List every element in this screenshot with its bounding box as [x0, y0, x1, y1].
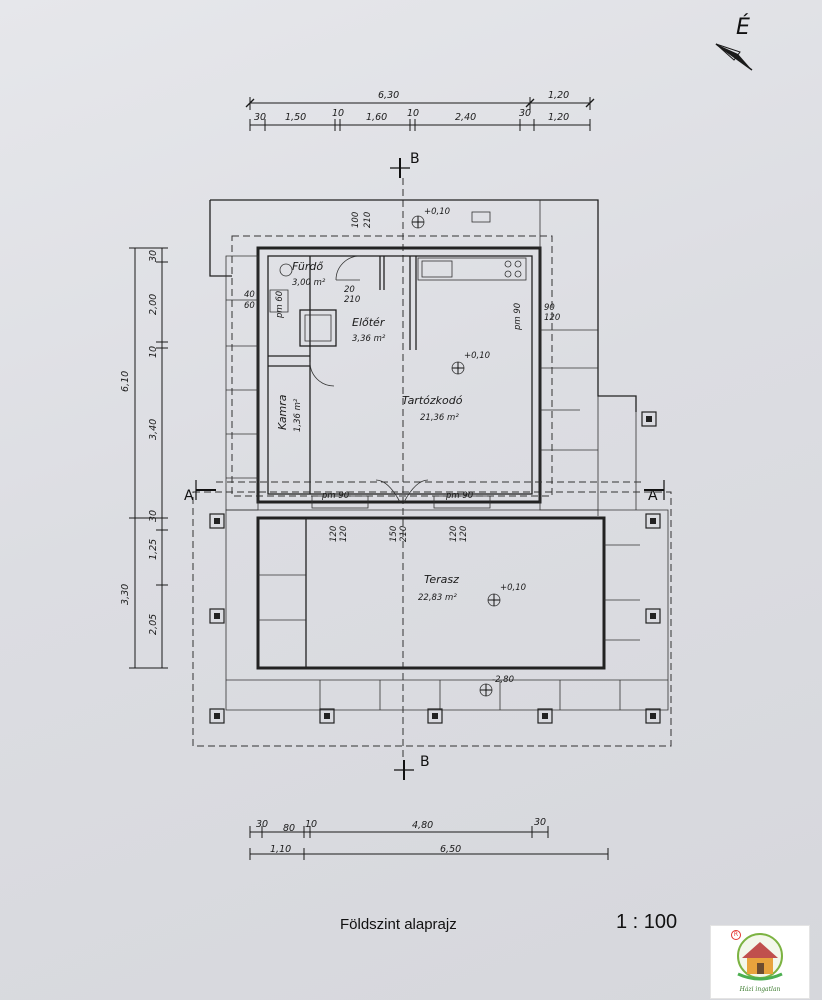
- section-marker-b-top: B: [390, 151, 420, 760]
- svg-text:pm 90: pm 90: [321, 491, 349, 501]
- dim-left-2-00: 2,00: [148, 294, 159, 315]
- svg-text:pm 90: pm 90: [513, 303, 523, 331]
- room-labels: Fürdő 3,00 m² Előtér 3,36 m² Tartózkodó …: [276, 260, 463, 603]
- svg-text:210: 210: [399, 526, 409, 542]
- door-swings: [309, 255, 429, 503]
- dim-1-50: 1,50: [285, 112, 306, 123]
- terrace: [225, 509, 669, 711]
- svg-text:120: 120: [459, 526, 469, 542]
- svg-text:120: 120: [544, 313, 560, 323]
- dim-30-b: 30: [519, 108, 531, 119]
- agency-logo: R Házi ingatlan: [710, 925, 810, 999]
- dim-10-a: 10: [332, 108, 344, 119]
- dim-left-10: 10: [148, 346, 159, 358]
- svg-text:A: A: [648, 488, 658, 504]
- dim-1-60: 1,60: [366, 112, 387, 123]
- dim-bottom-1-10: 1,10: [270, 844, 291, 855]
- room-living-area: 21,36 m²: [420, 413, 459, 423]
- dim-2-40: 2,40: [455, 112, 476, 123]
- bottom-dimension-row2: 1,10 6,50: [249, 844, 609, 860]
- svg-text:B: B: [410, 151, 420, 167]
- top-dimension-row2: 30 1,50 10 1,60 10 2,40 30 1,20: [249, 108, 591, 131]
- svg-text:100: 100: [351, 212, 361, 228]
- svg-text:120: 120: [329, 526, 339, 542]
- kitchen-counter: [417, 211, 527, 281]
- house-logo-icon: [737, 933, 783, 981]
- opening-labels: 100 210 20 210 pm 60 40 60 pm 90 90 120 …: [244, 212, 560, 542]
- room-pantry-name: Kamra: [276, 394, 289, 430]
- front-openings: [311, 495, 491, 509]
- top-dimension-row1: 6,30 1,20: [245, 90, 595, 110]
- dim-left-6-10: 6,10: [120, 371, 131, 392]
- dim-bottom-10: 10: [305, 819, 317, 830]
- room-bath-area: 3,00 m²: [292, 278, 326, 288]
- dim-top-6-30: 6,30: [378, 90, 399, 101]
- section-marker-a: A A: [184, 480, 665, 504]
- svg-text:40: 40: [244, 290, 255, 300]
- dim-30-a: 30: [254, 112, 266, 123]
- dim-bottom-6-50: 6,50: [440, 844, 461, 855]
- dim-left-2-05: 2,05: [148, 614, 159, 635]
- dim-bottom-80: 80: [283, 823, 295, 834]
- svg-text:90: 90: [544, 303, 555, 313]
- room-hall-area: 3,36 m²: [352, 334, 386, 344]
- dim-left-30: 30: [148, 250, 159, 262]
- room-terrace-area: 22,83 m²: [418, 593, 457, 603]
- bathroom-fixtures: [269, 263, 337, 347]
- svg-text:20: 20: [344, 285, 355, 295]
- north-arrow-icon: [715, 43, 753, 71]
- level-ground: -2,80: [492, 675, 514, 685]
- roof-outline: [192, 235, 672, 747]
- dim-bottom-4-80: 4,80: [412, 820, 433, 831]
- svg-text:60: 60: [244, 301, 255, 311]
- column-pillars: [209, 411, 661, 724]
- room-hall-name: Előtér: [352, 316, 386, 329]
- left-dimensions: 6,10 3,30 30 2,00 10 3,40 30 1,25 2,05: [120, 247, 168, 669]
- dim-left-30-b: 30: [148, 510, 159, 522]
- room-terrace-name: Terasz: [424, 573, 459, 586]
- room-bath-name: Fürdő: [292, 260, 323, 273]
- plan-title: Földszint alaprajz: [340, 916, 457, 933]
- bottom-dimension-row1: 30 80 10 4,80 30: [249, 817, 549, 838]
- plan-scale: 1 : 100: [616, 911, 678, 933]
- room-pantry-area: 1,36 m²: [293, 398, 303, 432]
- dim-1-20-b: 1,20: [548, 112, 569, 123]
- level-living: +0,10: [464, 351, 490, 361]
- dim-top-1-20: 1,20: [548, 90, 569, 101]
- north-label: É: [736, 14, 750, 40]
- dim-bottom-30-a: 30: [256, 819, 268, 830]
- dim-left-3-30: 3,30: [120, 584, 131, 605]
- dim-left-1-25: 1,25: [148, 539, 159, 560]
- section-marker-b-bottom: B: [394, 754, 430, 780]
- level-terrace: +0,10: [500, 583, 526, 593]
- level-entry: +0,10: [424, 207, 450, 217]
- dim-10-b: 10: [407, 108, 419, 119]
- svg-text:120: 120: [339, 526, 349, 542]
- svg-text:pm 60: pm 60: [275, 291, 285, 319]
- room-living-name: Tartózkodó: [402, 394, 463, 407]
- column-pillar-centers: [214, 416, 656, 719]
- svg-text:150: 150: [389, 526, 399, 542]
- svg-text:A: A: [184, 488, 194, 504]
- building-walls: [209, 199, 637, 516]
- svg-text:120: 120: [449, 526, 459, 542]
- registered-mark-icon: R: [731, 930, 741, 940]
- svg-text:210: 210: [344, 295, 360, 305]
- dim-bottom-30-b: 30: [534, 817, 546, 828]
- logo-caption: Házi ingatlan: [739, 986, 781, 993]
- svg-text:210: 210: [363, 212, 373, 228]
- svg-text:pm 90: pm 90: [445, 491, 473, 501]
- level-markers: +0,10 +0,10 +0,10 -2,80: [411, 207, 526, 697]
- svg-text:B: B: [420, 754, 430, 770]
- dim-left-3-40: 3,40: [148, 419, 159, 440]
